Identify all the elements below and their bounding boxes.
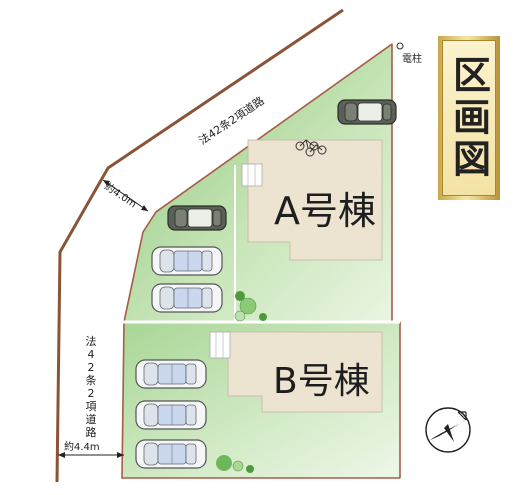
lot-a-label: A号棟 (274, 189, 376, 233)
road-width-label-lower: 約4.4m (64, 440, 100, 453)
house-b-footprint (227, 331, 383, 413)
road-width-label-upper: 約4.0m (102, 180, 139, 211)
parking-car-dark (337, 99, 397, 125)
parking-car-dark (167, 205, 227, 231)
parking-car (135, 439, 207, 469)
dimension-line-upper (102, 179, 149, 212)
house-a-footprint (247, 139, 383, 261)
utility-pole-label: 電柱 (402, 52, 422, 65)
utility-pole-icon (396, 42, 404, 50)
north-compass-icon (425, 407, 471, 453)
house-b-porch (209, 331, 231, 359)
parking-car (135, 400, 207, 430)
property-boundary (121, 43, 401, 479)
bicycle-icon (295, 139, 327, 157)
road-boundary-line (55, 8, 344, 483)
page-title: 区画図 (446, 55, 492, 181)
title-badge: 区画図 (438, 36, 500, 200)
parking-car (135, 359, 207, 389)
parking-car (151, 283, 223, 313)
parking-car (151, 246, 223, 276)
house-a-porch (241, 163, 263, 187)
lot-b-label: B号棟 (273, 361, 370, 402)
tree-icon (216, 455, 254, 473)
tree-icon (234, 291, 267, 322)
